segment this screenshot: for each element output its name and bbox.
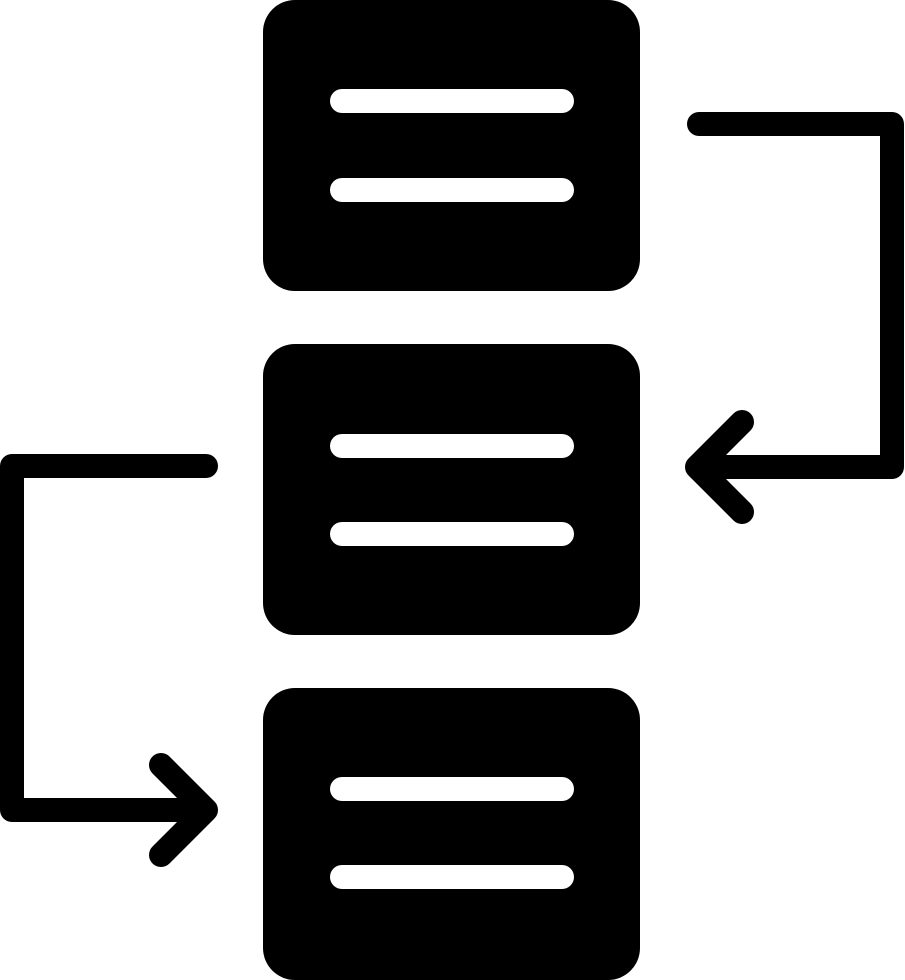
connector-arrow-middle-to-bottom	[0, 454, 218, 867]
connector-line	[687, 112, 904, 479]
connector-line	[0, 454, 218, 822]
process-block-bottom	[263, 688, 640, 980]
arrowhead-left-icon	[685, 410, 754, 524]
block-shape	[263, 688, 640, 980]
process-block-top	[263, 0, 640, 291]
block-shape	[263, 344, 640, 635]
block-shape	[263, 0, 640, 291]
process-block-middle	[263, 344, 640, 635]
connector-arrow-top-to-middle	[685, 112, 904, 524]
arrowhead-right-icon	[149, 753, 218, 867]
